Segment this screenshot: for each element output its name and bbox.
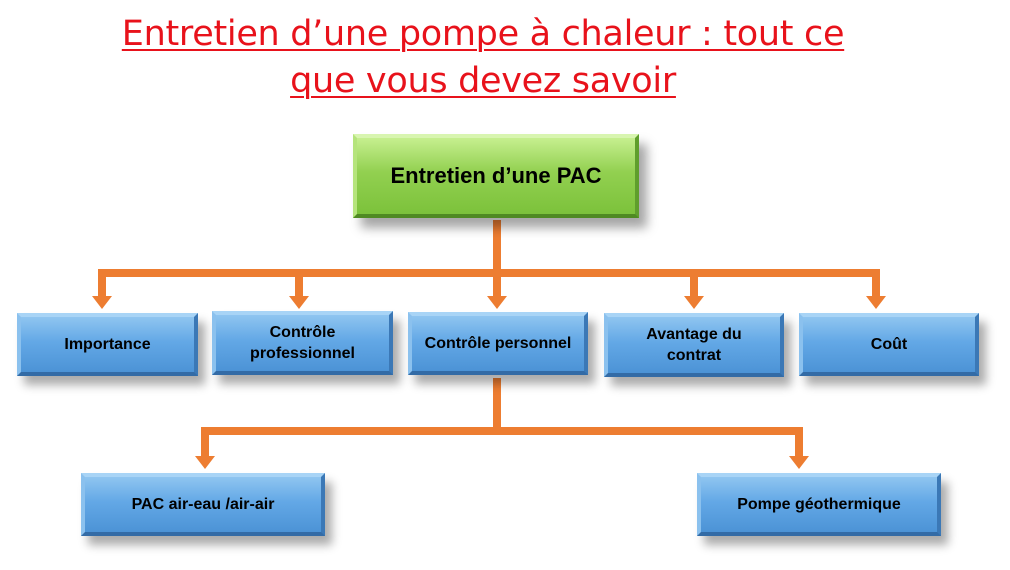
node-label: Pompe géothermique [737,496,901,513]
node-pac-air-eau-air-air: PAC air-eau /air-air [81,473,325,536]
node-controle-personnel: Contrôle personnel [408,312,588,375]
node-label: Importance [64,336,151,353]
node-label: Coût [870,336,908,353]
root-node-label: Entretien d’une PAC [390,163,602,188]
arrowhead-avantage [684,296,704,309]
node-label-line2: professionnel [250,345,355,362]
node-importance: Importance [17,313,198,376]
page-title-line-1: Entretien d’une pompe à chaleur : tout c… [121,14,845,54]
node-label-line1: Contrôle [269,324,336,341]
arrowhead-cout [866,296,886,309]
arrowhead-geo [789,456,809,469]
node-cout: Coût [799,313,979,376]
node-label: Contrôle personnel [424,335,572,352]
node-label-line2: contrat [666,347,722,364]
node-label: PAC air-eau /air-air [131,496,275,513]
node-pompe-geothermique: Pompe géothermique [697,473,941,536]
page-title-line-2: que vous devez savoir [290,61,676,101]
node-avantage-du-contrat: Avantage du contrat [604,313,784,377]
arrowhead-controle-perso [487,296,507,309]
arrowhead-controle-pro [289,296,309,309]
node-controle-professionnel: Contrôle professionnel [212,311,393,375]
arrowhead-pac-air [195,456,215,469]
arrowhead-importance [92,296,112,309]
root-node: Entretien d’une PAC [353,134,639,218]
node-label-line1: Avantage du [646,326,742,343]
